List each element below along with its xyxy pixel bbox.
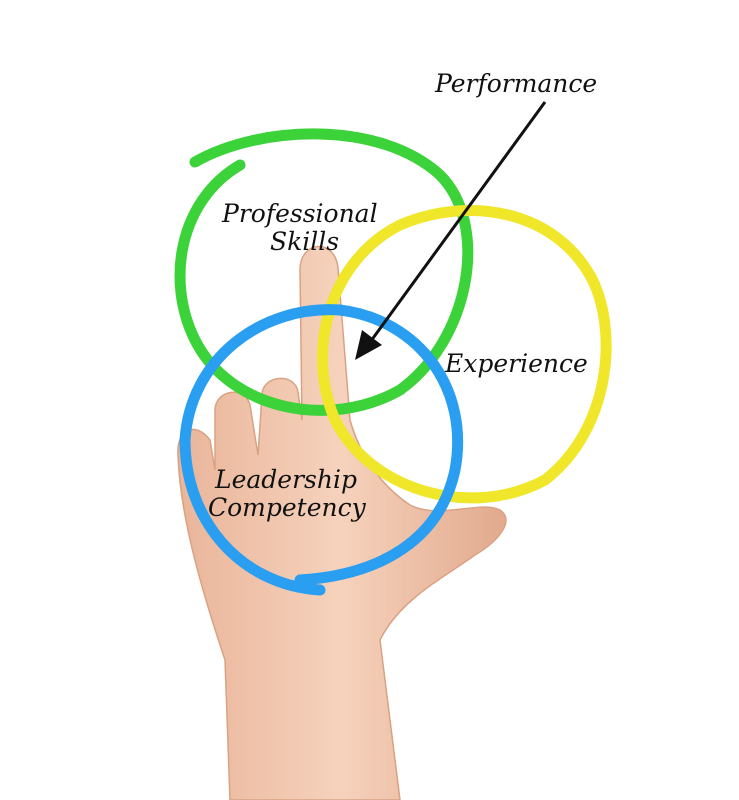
- hand-image: [177, 245, 507, 800]
- label-professional-line1: Professional: [221, 199, 378, 228]
- label-professional-line2: Skills: [270, 227, 339, 256]
- arrow: [355, 101, 547, 360]
- label-experience: Experience: [444, 349, 588, 378]
- label-leadership-line2: Competency: [208, 493, 367, 522]
- label-leadership-line1: Leadership: [214, 465, 357, 494]
- arrow-line: [366, 101, 547, 346]
- circle-professional-skills: [174, 128, 474, 416]
- arrow-head-icon: [355, 330, 382, 360]
- circle-leadership-competency: [179, 304, 464, 596]
- label-performance: Performance: [434, 69, 597, 98]
